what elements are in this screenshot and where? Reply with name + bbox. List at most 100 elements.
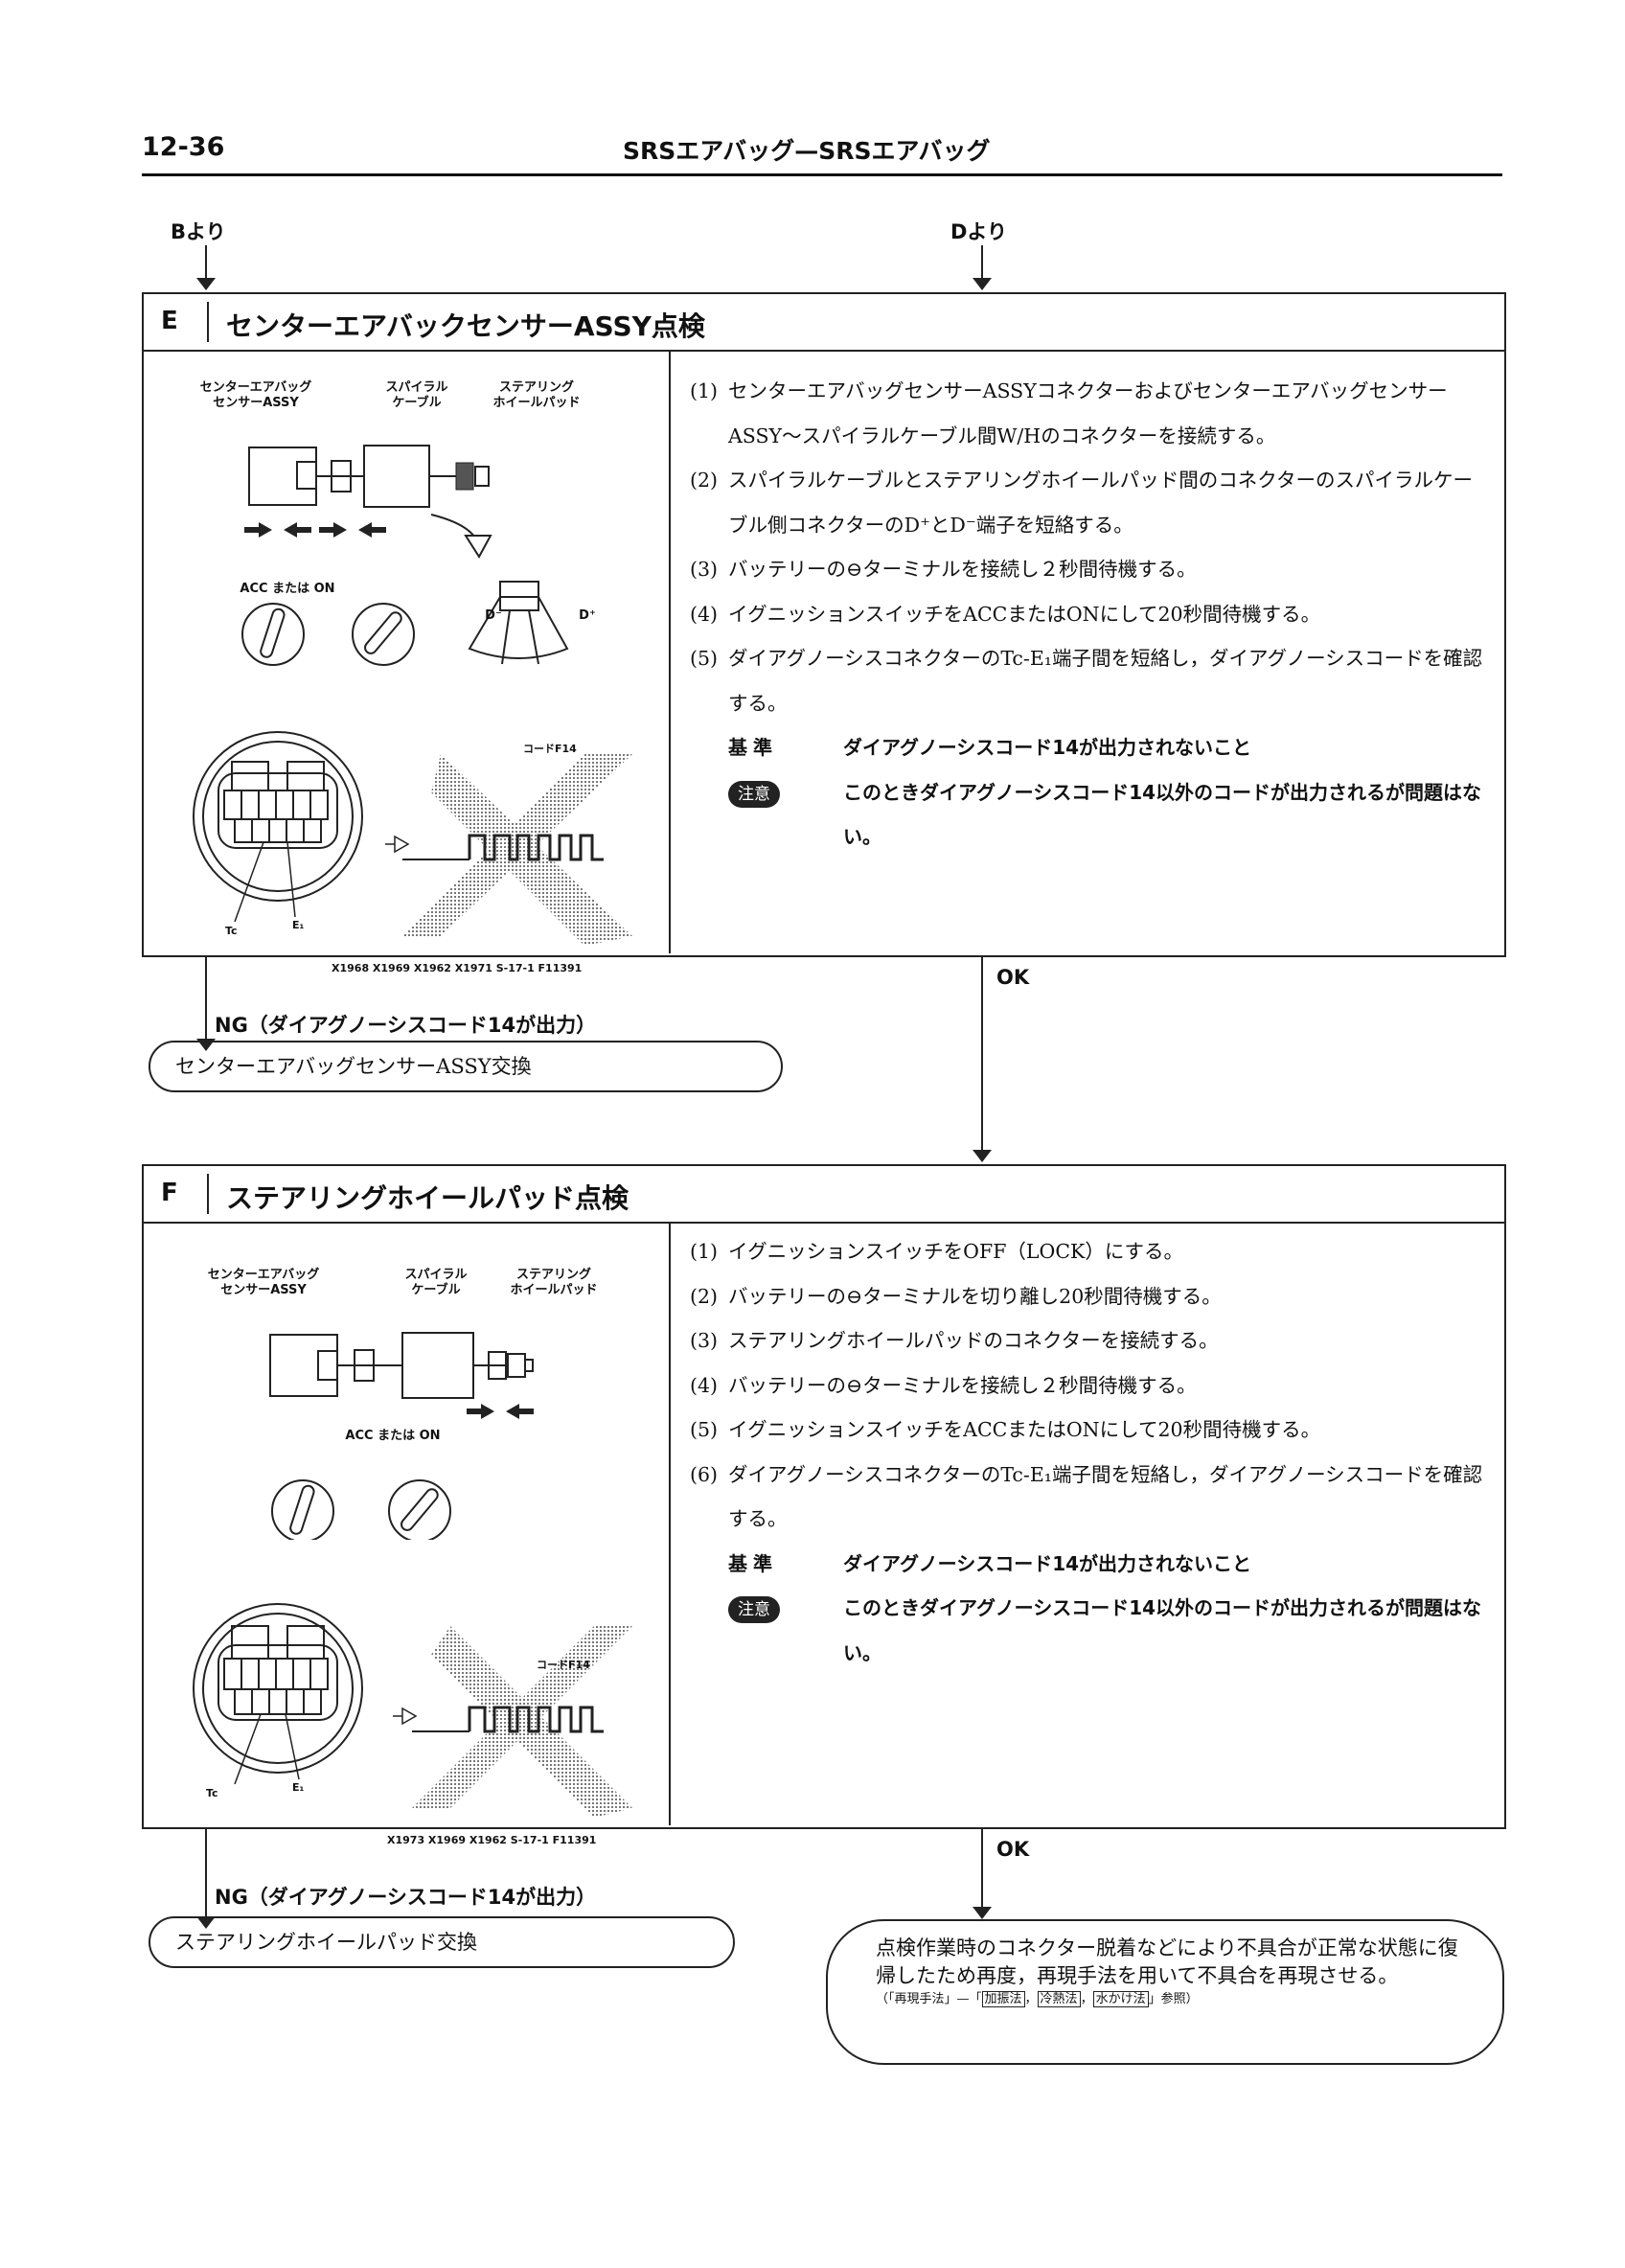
step-text: ステアリングホイールパッドのコネクターを接続する。	[728, 1329, 1219, 1352]
ng-line-f	[205, 1827, 207, 1923]
section-e-steps: (1) センターエアバッグセンサーASSYコネクターおよびセンターエアバッグセンサ…	[690, 369, 1485, 859]
step-text: イグニッションスイッチをACCまたはONにして20秒間待機する。	[728, 602, 1321, 626]
ng-line-e	[205, 955, 207, 1045]
step-e-4: (4) イグニッションスイッチをACCまたはONにして20秒間待機する。	[690, 592, 1485, 637]
fig-label-spiral: スパイラル ケーブル	[404, 1268, 468, 1297]
connector-diagram-f	[269, 1332, 534, 1540]
step-no: (5)	[690, 1418, 719, 1441]
ng-label-f: NG（ダイアグノーシスコード14が出力）	[215, 1886, 597, 1909]
ok-label-e: OK	[996, 966, 1030, 989]
ok-action-f: 点検作業時のコネクター脱着などにより不具合が正常な状態に復帰したため再度，再現手…	[826, 1919, 1504, 2065]
ref-water: 水かけ法	[1092, 1991, 1149, 2007]
ok-arrow-e	[973, 1150, 992, 1162]
note-label: 注意	[728, 780, 780, 808]
step-text: バッテリーの⊖ターミナルを切り離し20秒間待機する。	[728, 1284, 1222, 1308]
from-d-label: Dより	[950, 220, 1008, 243]
ng-label-e: NG（ダイアグノーシスコード14が出力）	[215, 1014, 597, 1037]
step-no: (3)	[690, 1329, 719, 1352]
step-text: バッテリーの⊖ターミナルを接続し２秒間待機する。	[728, 1373, 1197, 1397]
step-no: (2)	[690, 1284, 719, 1308]
step-text: スパイラルケーブルとステアリングホイールパッド間のコネクターのスパイラルケーブル…	[728, 469, 1473, 537]
ref-prefix: （「再現手法」—「	[876, 1992, 982, 2006]
fig-label-sensor: センターエアバッグ センサーASSY	[199, 380, 312, 410]
step-text: ダイアグノーシスコネクターのTc-E₁端子間を短絡し，ダイアグノーシスコードを確…	[728, 1462, 1483, 1531]
step-no: (2)	[690, 469, 719, 492]
section-e-header: E センターエアバックセンサーASSY点検	[144, 294, 1504, 352]
step-f-4: (4) バッテリーの⊖ターミナルを接続し２秒間待機する。	[690, 1363, 1485, 1409]
ref-heat-cold: 冷熱法	[1037, 1991, 1081, 2007]
connector-diagram-e	[241, 445, 569, 666]
from-b-label: Bより	[171, 220, 226, 243]
standard-f: 基準 ダイアグノーシスコード14が出力されないこと	[728, 1542, 1485, 1587]
step-e-3: (3) バッテリーの⊖ターミナルを接続し２秒間待機する。	[690, 547, 1485, 592]
section-f-steps: (1) イグニッションスイッチをOFF（LOCK）にする。 (2) バッテリーの⊖タ…	[690, 1229, 1485, 1675]
ok-action-text: 点検作業時のコネクター脱着などにより不具合が正常な状態に復帰したため再度，再現手…	[876, 1936, 1458, 1987]
fig-label-pad: ステアリング ホイールパッド	[492, 380, 581, 410]
fig-acc-on: ACC または ON	[345, 1429, 441, 1443]
step-no: (4)	[690, 1373, 719, 1397]
step-no: (1)	[690, 1240, 719, 1263]
fig-acc-on: ACC または ON	[240, 582, 335, 596]
section-e-title: センターエアバックセンサーASSY点検	[226, 310, 705, 342]
note-e: 注意 このときダイアグノーシスコード14以外のコードが出力されるが問題はない。	[728, 770, 1485, 859]
standard-e: 基準 ダイアグノーシスコード14が出力されないこと	[728, 725, 1485, 770]
note-badge: 注意	[728, 1586, 843, 1675]
fig-tc: Tc	[206, 1787, 218, 1799]
note-badge: 注意	[728, 770, 843, 859]
step-text: センターエアバッグセンサーASSYコネクターおよびセンターエアバッグセンサーAS…	[728, 379, 1448, 447]
step-no: (6)	[690, 1462, 719, 1486]
note-text: このときダイアグノーシスコード14以外のコードが出力されるが問題はない。	[843, 780, 1482, 849]
step-text: ダイアグノーシスコネクターのTc-E₁端子間を短絡し，ダイアグノーシスコードを確…	[728, 647, 1483, 715]
ok-arrow-f	[973, 1907, 992, 1919]
header-separator	[207, 302, 209, 342]
step-no: (5)	[690, 647, 719, 670]
ok-action-reference: （「再現手法」—「加振法，冷熱法，水かけ法」参照）	[876, 1991, 1199, 2007]
section-f-box: F ステアリングホイールパッド点検 センターエアバッグ センサーASSY スパイ…	[142, 1164, 1506, 1829]
fig-e1: E₁	[292, 1781, 305, 1794]
section-f-letter: F	[161, 1179, 178, 1207]
ng-action-f: ステアリングホイールパッド交換	[149, 1916, 735, 1968]
step-e-5: (5) ダイアグノーシスコネクターのTc-E₁端子間を短絡し，ダイアグノーシスコー…	[690, 636, 1485, 725]
fig-codes-e: X1968 X1969 X1962 X1971 S-17-1 F11391	[332, 962, 583, 974]
fig-codes-f: X1973 X1969 X1962 S-17-1 F11391	[387, 1834, 597, 1846]
header-rule	[142, 173, 1502, 176]
standard-text: ダイアグノーシスコード14が出力されないこと	[843, 736, 1252, 759]
section-e-figure: センターエアバッグ センサーASSY スパイラル ケーブル ステアリング ホイー…	[144, 352, 671, 953]
section-e-box: E センターエアバックセンサーASSY点検 センターエアバッグ センサーASSY…	[142, 292, 1506, 957]
diag-connector-f	[193, 1603, 632, 1818]
arrow-head-d	[973, 278, 992, 290]
section-e-letter: E	[161, 307, 178, 335]
standard-label: 基準	[728, 736, 778, 759]
ok-line-e	[981, 955, 983, 1157]
page-title: SRSエアバッグ—SRSエアバッグ	[623, 137, 991, 165]
step-f-3: (3) ステアリングホイールパッドのコネクターを接続する。	[690, 1318, 1485, 1363]
step-no: (1)	[690, 379, 719, 402]
page-number: 12-36	[142, 132, 225, 162]
fig-tc: Tc	[225, 925, 238, 937]
standard-label: 基準	[728, 1551, 778, 1575]
note-f: 注意このときダイアグノーシスコード14以外のコードが出力されるが問題はない。	[728, 1586, 1485, 1675]
arrow-from-d	[981, 245, 983, 287]
ref-suffix: 」参照）	[1148, 1992, 1199, 2006]
step-no: (3)	[690, 558, 719, 581]
section-f-title: ステアリングホイールパッド点検	[226, 1182, 629, 1214]
fig-d-plus: D⁺	[579, 608, 596, 623]
ref-vibration: 加振法	[981, 1991, 1025, 2007]
step-text: バッテリーの⊖ターミナルを接続し２秒間待機する。	[728, 558, 1197, 581]
fig-code14: コードF14	[537, 1659, 590, 1671]
arrow-from-b	[205, 245, 207, 287]
step-text: イグニッションスイッチをACCまたはONにして20秒間待機する。	[728, 1418, 1321, 1441]
header-separator	[207, 1174, 209, 1214]
arrow-head-b	[196, 278, 216, 290]
ok-label-f: OK	[996, 1838, 1030, 1861]
fig-e1: E₁	[292, 919, 305, 931]
fig-label-sensor: センターエアバッグ センサーASSY	[207, 1268, 320, 1297]
standard-text: ダイアグノーシスコード14が出力されないこと	[843, 1551, 1252, 1575]
step-no: (4)	[690, 602, 719, 626]
fig-label-pad: ステアリング ホイールパッド	[510, 1268, 598, 1297]
ng-arrow-f	[196, 1916, 216, 1929]
note-text: このときダイアグノーシスコード14以外のコードが出力されるが問題はない。	[843, 1596, 1482, 1664]
section-f-header: F ステアリングホイールパッド点検	[144, 1166, 1504, 1224]
step-text: イグニッションスイッチをOFF（LOCK）にする。	[728, 1240, 1184, 1263]
ok-line-f	[981, 1827, 983, 1913]
